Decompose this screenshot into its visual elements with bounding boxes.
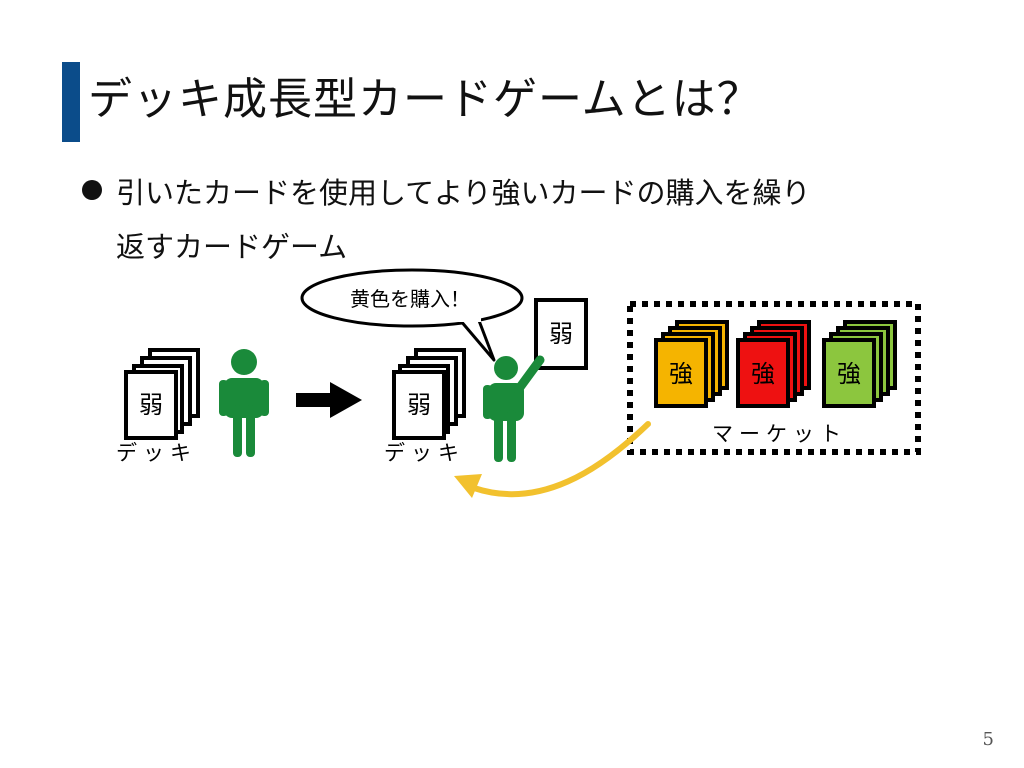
middle-deck: 弱 xyxy=(392,348,466,440)
market-box xyxy=(627,301,921,455)
market-card-label-1: 強 xyxy=(669,360,693,388)
right-arrow-icon xyxy=(296,382,362,418)
left-deck-label: デッキ xyxy=(116,441,197,465)
market-cards: 強強強 xyxy=(654,320,897,408)
person-icon xyxy=(219,349,269,457)
middle-deck-label: デッキ xyxy=(384,441,465,465)
left-deck: 弱 xyxy=(124,348,200,440)
held-card: 弱 xyxy=(534,298,588,370)
left-deck-card-label: 弱 xyxy=(139,391,163,419)
market-card-label-3: 強 xyxy=(837,360,861,388)
market-card-stack-3: 強 xyxy=(822,320,897,408)
title-accent-bar xyxy=(62,62,80,142)
person-pointing-icon xyxy=(483,355,545,462)
held-card-label: 弱 xyxy=(549,320,573,348)
market-card-label-2: 強 xyxy=(751,360,775,388)
page-title: デッキ成長型カードゲームとは？ xyxy=(88,74,762,125)
bullet-line-1: 引いたカードを使用してより強いカードの購入を繰り xyxy=(116,176,811,210)
bullet-text: 引いたカードを使用してより強いカードの購入を繰り 返すカードゲーム xyxy=(116,166,976,274)
bullet-line-2: 返すカードゲーム xyxy=(116,230,348,264)
middle-deck-card-label: 弱 xyxy=(407,391,431,419)
speech-bubble-icon: 黄色を購入！ xyxy=(300,268,524,362)
curved-arrow-icon xyxy=(454,421,651,498)
bullet-dot-icon xyxy=(82,180,102,200)
market-card-stack-1: 強 xyxy=(654,320,729,408)
speech-text: 黄色を購入！ xyxy=(350,287,470,311)
market-label: マーケット xyxy=(712,422,847,446)
page-number: 5 xyxy=(982,729,994,750)
market-card-stack-2: 強 xyxy=(736,320,811,408)
